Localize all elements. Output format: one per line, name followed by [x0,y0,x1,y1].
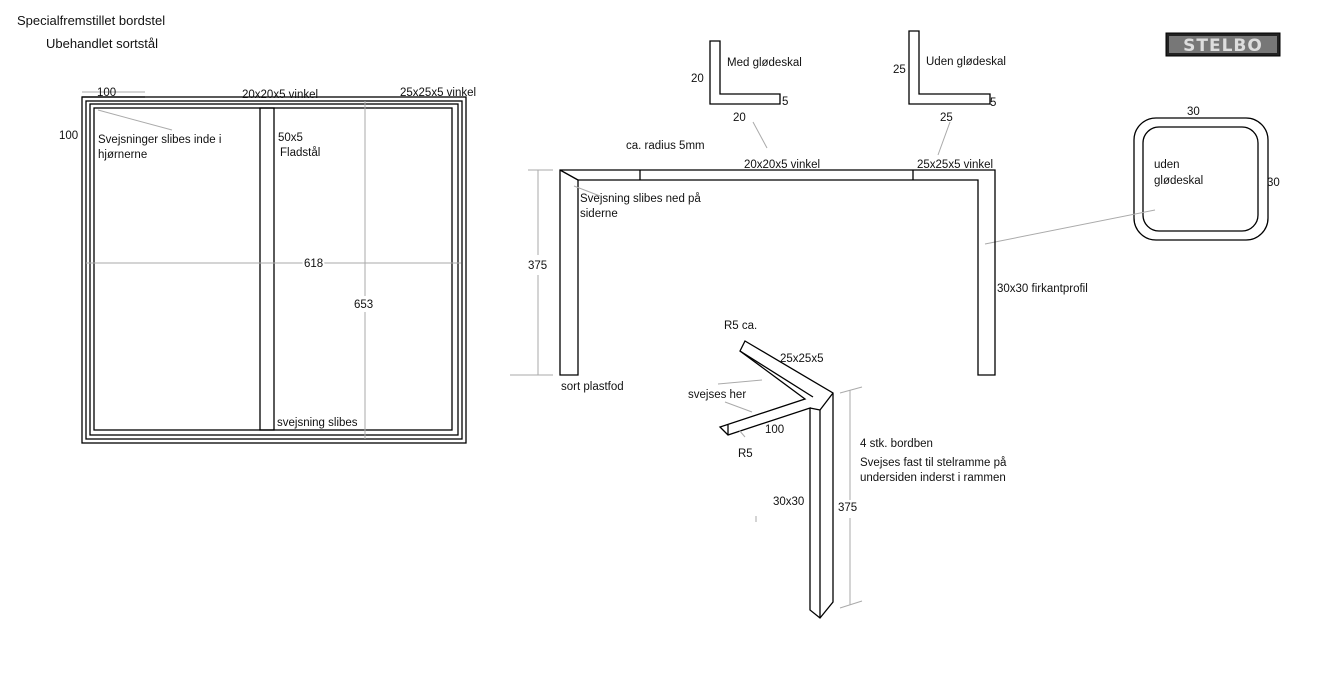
leg-detail-isometric [717,340,863,619]
dim-width: 618 [304,258,323,270]
beam-25-label: 25x25x5 vinkel [917,159,993,171]
beam-20-label: 20x20x5 vinkel [744,159,820,171]
square-tube-section [1133,117,1269,241]
side-view-frame [510,169,996,376]
angle-profile-20 [709,40,781,105]
leg-note-line1: Svejses fast til stelramme på [860,457,1007,469]
radius-note: ca. radius 5mm [626,140,705,152]
dim-length: 653 [354,299,373,311]
flat-bar [259,107,275,431]
weld-note-line2: hjørnerne [98,149,147,161]
weld-here-label: svejses her [688,389,746,401]
stelbo-logo: STELBO [1165,32,1281,57]
side-height: 375 [528,260,547,272]
radius-top-label: R5 ca. [724,320,757,332]
frame-angle-label: 20x20x5 vinkel [242,89,318,101]
drawing-subtitle: Ubehandlet sortstål [46,36,158,51]
leg-count: 4 stk. bordben [860,438,933,450]
dim-corner-width: 100 [97,87,116,99]
tube-width: 30 [1187,106,1200,118]
tube-label-line2: glødeskal [1154,175,1203,187]
logo-text: STELBO [1183,36,1263,56]
profile-20-label: Med glødeskal [727,57,802,69]
leg-size-label: 30x30 [773,496,804,508]
leg-height-label: 375 [838,502,857,514]
profile-20-height: 20 [691,73,704,85]
foot-label: sort plastfod [561,381,624,393]
arm-length-label: 100 [765,424,784,436]
angle-profile-25 [908,30,991,105]
drawing-title: Specialfremstillet bordstel [17,13,165,28]
side-weld-note-line2: siderne [580,208,618,220]
weld-note-line1: Svejsninger slibes inde i [98,134,221,146]
tube-height: 30 [1267,177,1280,189]
profile-25-label: Uden glødeskal [926,56,1006,68]
leg-note-line2: undersiden inderst i rammen [860,472,1006,484]
side-weld-note-line1: Svejsning slibes ned på [580,193,701,205]
profile-20-thickness: 5 [782,96,788,108]
leg-profile-label: 30x30 firkantprofil [997,283,1088,295]
profile-20-width: 20 [733,112,746,124]
radius-bottom-label: R5 [738,448,753,460]
dim-corner-height: 100 [59,130,78,142]
flat-bar-material: Fladstål [280,147,320,159]
outer-angle-label: 25x25x5 vinkel [400,87,476,99]
bottom-weld-note: svejsning slibes [277,417,358,429]
profile-25-thickness: 5 [990,97,996,109]
tube-label-line1: uden [1154,159,1180,171]
profile-25-height: 25 [893,64,906,76]
flat-bar-size: 50x5 [278,132,303,144]
arm-angle-label: 25x25x5 [780,353,823,365]
profile-25-width: 25 [940,112,953,124]
top-view-frame [81,91,467,444]
